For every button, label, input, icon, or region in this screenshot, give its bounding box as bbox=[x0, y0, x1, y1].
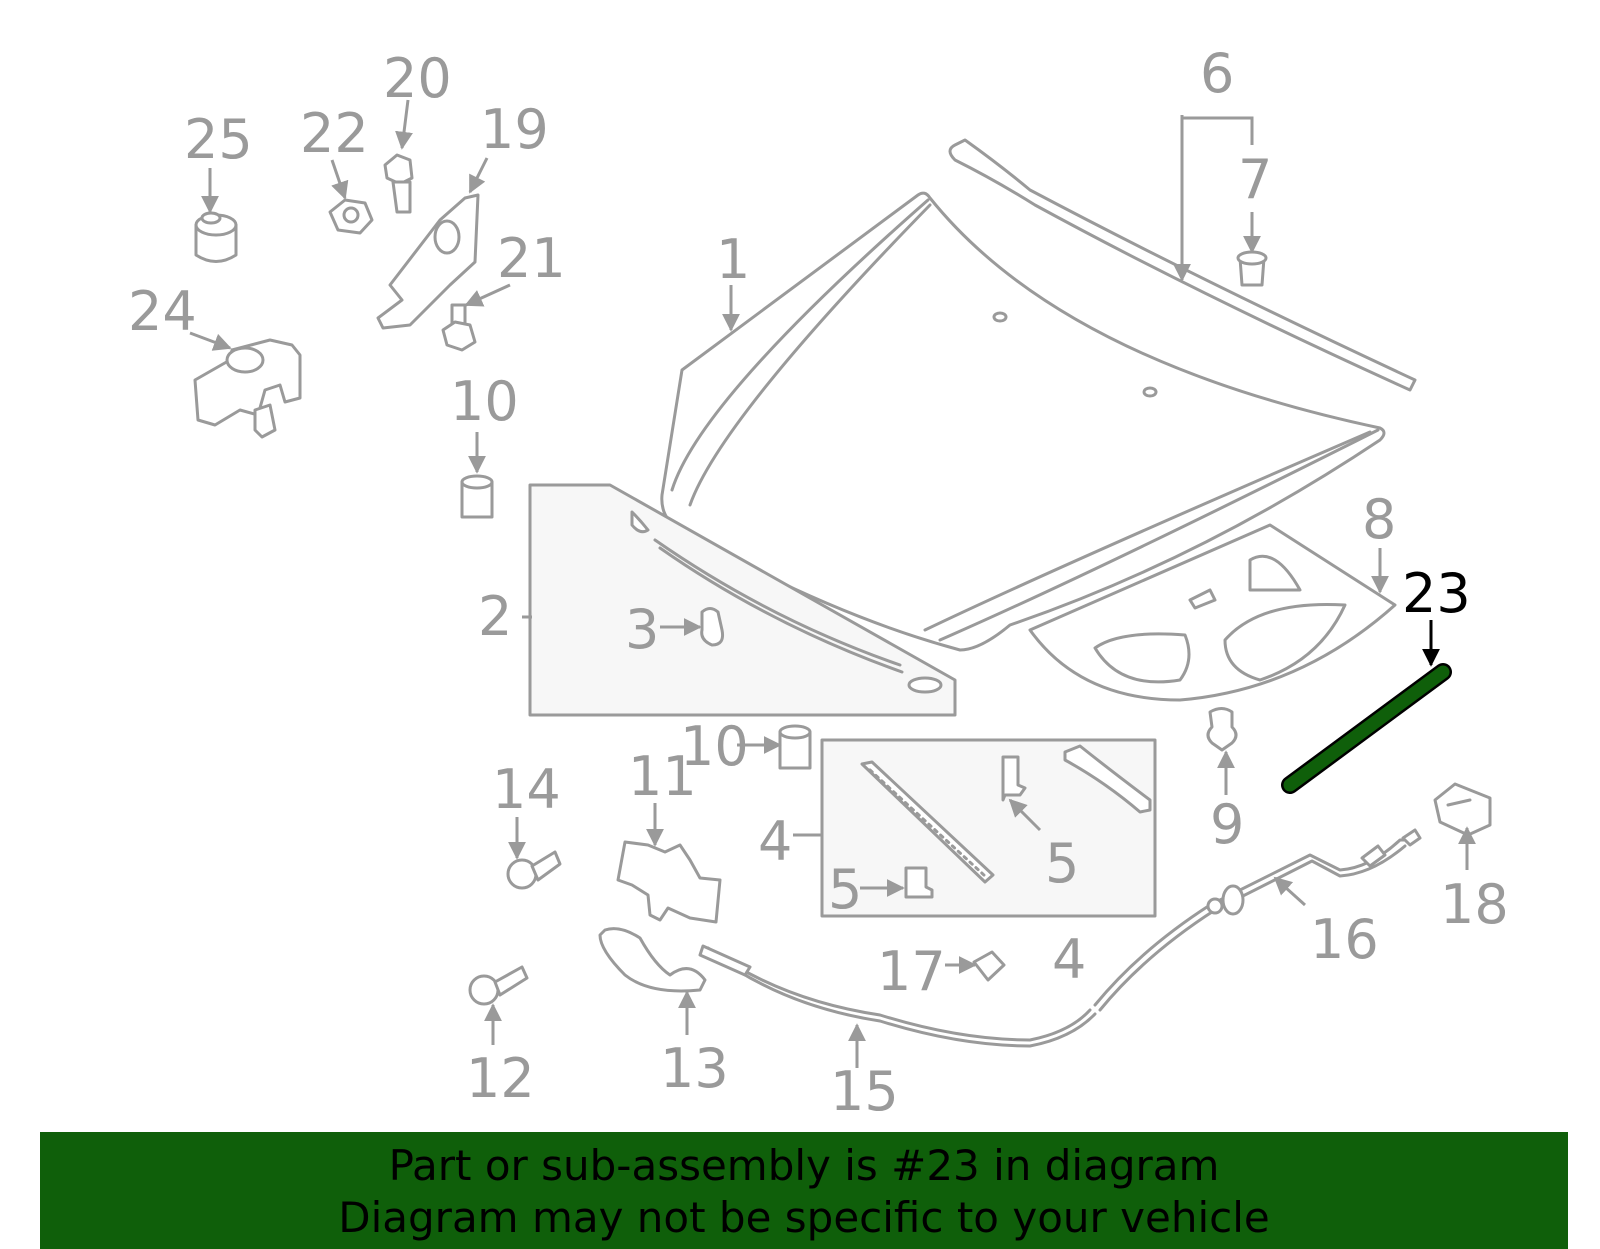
callout-9: 9 bbox=[1210, 793, 1244, 856]
callout-16: 16 bbox=[1310, 908, 1379, 971]
callout-11: 11 bbox=[628, 745, 697, 808]
callout-12: 12 bbox=[466, 1047, 535, 1110]
bracket-18-part bbox=[1433, 782, 1492, 837]
hood-seal-part bbox=[948, 138, 1417, 392]
hood-part bbox=[660, 191, 1397, 702]
kit-box-part bbox=[820, 738, 1157, 918]
bumper-10-part bbox=[460, 474, 812, 770]
cable-16-part bbox=[1093, 828, 1422, 1012]
cable-15-part bbox=[698, 944, 1097, 1048]
bolt-14-part bbox=[506, 850, 562, 890]
nut-22-part bbox=[328, 198, 374, 235]
callout-labels: 1 2 3 4 4 5 5 6 7 8 9 10 10 11 12 13 14 … bbox=[128, 42, 1509, 1123]
callout-5-left: 5 bbox=[828, 858, 862, 921]
banner-line-part-number: Part or sub-assembly is #23 in diagram bbox=[388, 1141, 1220, 1190]
clip-7-part bbox=[1236, 250, 1268, 287]
hinge-24-part bbox=[193, 338, 302, 439]
callout-10-lower: 10 bbox=[680, 715, 749, 778]
callout-3: 3 bbox=[625, 598, 659, 661]
callout-6: 6 bbox=[1200, 42, 1234, 105]
callout-14: 14 bbox=[492, 758, 561, 821]
callout-7: 7 bbox=[1238, 148, 1272, 211]
callout-21: 21 bbox=[497, 227, 566, 290]
bolt-12-part bbox=[468, 965, 529, 1006]
callout-8: 8 bbox=[1362, 488, 1396, 551]
bumper-17-part bbox=[972, 950, 1006, 982]
bolt-20-part bbox=[383, 153, 414, 214]
handle-13-part bbox=[598, 927, 707, 993]
callout-4-lower: 4 bbox=[1052, 928, 1086, 991]
callout-23: 23 bbox=[1402, 562, 1471, 625]
bolt-21-part bbox=[441, 303, 477, 352]
callout-19: 19 bbox=[480, 98, 549, 161]
callout-18: 18 bbox=[1440, 873, 1509, 936]
callout-2: 2 bbox=[478, 585, 512, 648]
hinge-19-part bbox=[376, 193, 480, 330]
clip-9-part bbox=[1206, 707, 1238, 752]
callout-13: 13 bbox=[660, 1037, 729, 1100]
prop-rod-23-part bbox=[1281, 663, 1452, 794]
callout-24: 24 bbox=[128, 280, 197, 343]
bumper-25-part bbox=[194, 211, 238, 263]
callout-15: 15 bbox=[830, 1060, 899, 1123]
callout-5-right: 5 bbox=[1045, 832, 1079, 895]
callout-10-upper: 10 bbox=[450, 370, 519, 433]
latch-11-part bbox=[616, 840, 722, 924]
callout-4-box: 4 bbox=[758, 810, 792, 873]
info-banner: Part or sub-assembly is #23 in diagram D… bbox=[40, 1132, 1568, 1249]
insulator-panel-part bbox=[528, 483, 957, 717]
callout-25: 25 bbox=[184, 108, 253, 171]
clip-3-part bbox=[700, 607, 724, 647]
leader-lines bbox=[189, 99, 1476, 1068]
callout-22: 22 bbox=[300, 102, 369, 165]
callout-17: 17 bbox=[877, 940, 946, 1003]
callout-1: 1 bbox=[716, 228, 750, 291]
banner-line-disclaimer: Diagram may not be specific to your vehi… bbox=[338, 1193, 1270, 1242]
callout-20: 20 bbox=[383, 47, 452, 110]
